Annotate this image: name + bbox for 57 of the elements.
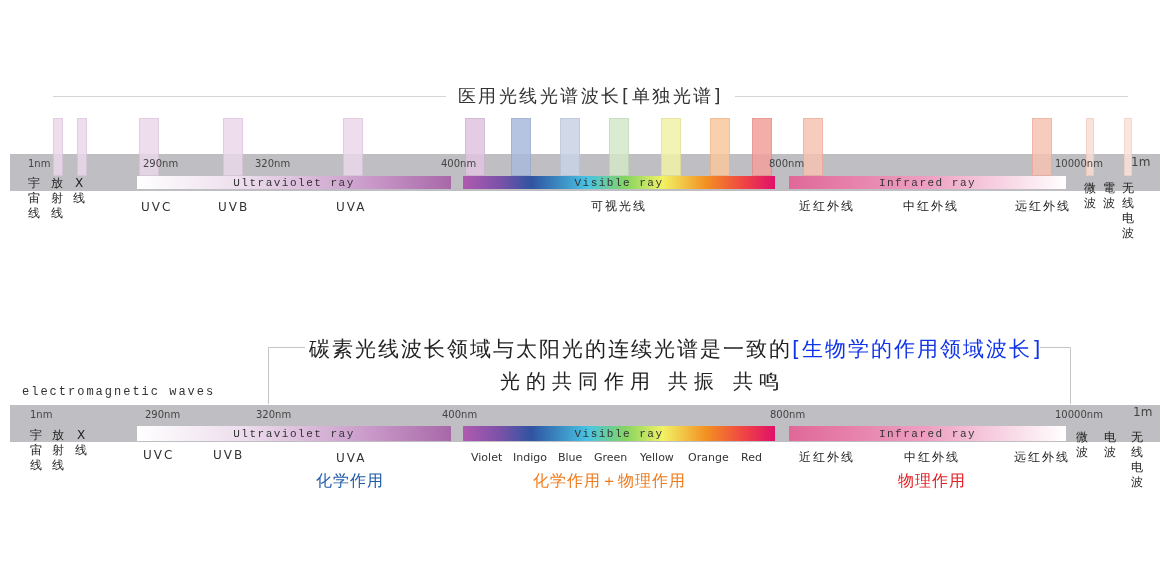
radiation-type-label: X线 xyxy=(74,428,88,458)
wavelength-tick-label: 10000nm xyxy=(1055,409,1103,421)
radiation-type-label: 近红外线 xyxy=(799,200,855,214)
radiation-type-label: 微波 xyxy=(1083,181,1097,211)
uv-type-label: UVB xyxy=(218,201,250,215)
uv-type-label: UVC xyxy=(143,449,175,463)
ultraviolet-band: Ultraviolet ray xyxy=(137,426,451,441)
color-name-label: Indigo xyxy=(513,452,547,465)
radiation-type-label: 微波 xyxy=(1075,430,1089,460)
subheading: 光的共同作用 共振 共鸣 xyxy=(500,370,785,393)
heading: 碳素光线波长领域与太阳光的连续光谱是一致的[生物学的作用领域波长] xyxy=(309,336,1043,363)
radiation-type-label: 无线电波 xyxy=(1130,430,1144,490)
color-name-label: Violet xyxy=(471,452,503,465)
color-name-label: Green xyxy=(594,452,628,465)
radiation-type-label: 宇宙线 xyxy=(27,176,41,221)
wavelength-tick-label: 400nm xyxy=(441,158,477,170)
radiation-type-label: 电波 xyxy=(1103,430,1117,460)
radiation-type-label: 近红外线 xyxy=(799,451,855,465)
effect-label: 化学作用＋物理作用 xyxy=(533,472,686,491)
effect-label: 化学作用 xyxy=(316,472,384,491)
wavelength-tick-label: 1m xyxy=(1133,406,1153,420)
radiation-type-label: 中红外线 xyxy=(903,200,959,214)
wavelength-tick-label: 320nm xyxy=(256,409,292,421)
radiation-type-label: 放射线 xyxy=(50,176,64,221)
wavelength-tick-label: 290nm xyxy=(145,409,181,421)
wavelength-tick-label: 1nm xyxy=(30,409,53,421)
uv-type-label: UVC xyxy=(141,201,173,215)
infrared-band: Infrared ray xyxy=(789,426,1066,441)
wavelength-tick-label: 800nm xyxy=(769,158,805,170)
radiation-type-label: X线 xyxy=(72,176,86,206)
uv-type-label: UVA xyxy=(336,452,367,466)
wavelength-tick-label: 290nm xyxy=(143,158,179,170)
visible-light-band: Visible ray xyxy=(463,426,775,441)
color-name-label: Blue xyxy=(558,452,583,465)
effect-label: 物理作用 xyxy=(898,472,966,491)
uv-type-label: UVA xyxy=(336,201,367,215)
color-name-label: Yellow xyxy=(640,452,674,465)
wavelength-tick-label: 1nm xyxy=(28,158,51,170)
diagram-title: 医用光线光谱波长[单独光谱] xyxy=(458,84,724,108)
color-name-label: Orange xyxy=(688,452,729,465)
radiation-type-label: 远红外线 xyxy=(1015,200,1071,214)
radiation-type-label: 放射线 xyxy=(51,428,65,473)
wavelength-tick-label: 1m xyxy=(1131,156,1151,170)
radiation-type-label: 電波 xyxy=(1102,181,1116,211)
infrared-band: Infrared ray xyxy=(789,176,1066,189)
wavelength-tick-label: 320nm xyxy=(255,158,291,170)
radiation-type-label: 宇宙线 xyxy=(29,428,43,473)
ultraviolet-band: Ultraviolet ray xyxy=(137,176,451,189)
radiation-type-label: 可视光线 xyxy=(591,200,647,214)
wavelength-tick-label: 800nm xyxy=(770,409,806,421)
radiation-type-label: 无线电波 xyxy=(1121,181,1135,241)
wavelength-tick-label: 400nm xyxy=(442,409,478,421)
color-name-label: Red xyxy=(741,452,762,465)
uv-type-label: UVB xyxy=(213,449,245,463)
wavelength-tick-label: 10000nm xyxy=(1055,158,1103,170)
scale-title: electromagnetic waves xyxy=(22,386,216,400)
visible-light-band: Visible ray xyxy=(463,176,775,189)
